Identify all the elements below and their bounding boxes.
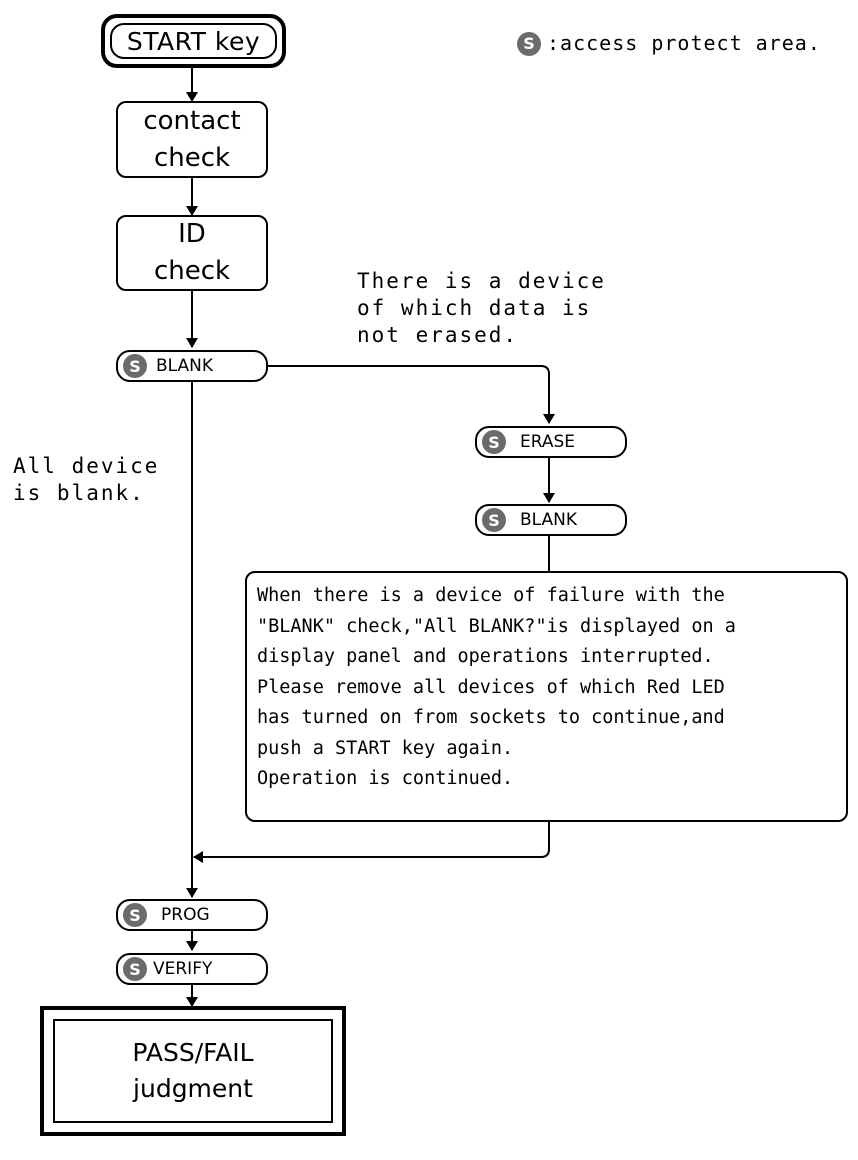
pass-fail-node: PASS/FAIL judgment [40, 1006, 346, 1136]
not-erased-line-2: of which data is [357, 296, 592, 320]
arrow-blank-to-erase [268, 365, 555, 424]
access-protect-icon: S [123, 354, 147, 378]
not-erased-line-1: There is a device [357, 269, 606, 293]
blank-step-1: S BLANK [116, 350, 268, 382]
legend: S :access protect area. [512, 30, 821, 57]
note-line: display panel and operations interrupted… [257, 646, 714, 667]
note-line: "BLANK" check,"All BLANK?"is displayed o… [257, 615, 736, 637]
pass-fail-line-1: PASS/FAIL [132, 1038, 254, 1067]
access-protect-badge-icon: S [517, 31, 541, 56]
arrow-note-to-main [193, 821, 550, 863]
not-erased-label: There is a device of which data is not e… [357, 268, 606, 349]
not-erased-line-3: not erased. [357, 323, 519, 347]
contact-check-line-2: check [153, 142, 231, 173]
legend-text: :access protect area. [547, 31, 821, 55]
all-blank-label: All device is blank. [13, 453, 159, 507]
verify-step-label: VERIFY [153, 959, 213, 979]
blank-step-2: S BLANK [475, 504, 627, 536]
access-protect-icon: S [123, 903, 147, 927]
access-protect-icon: S [482, 508, 506, 532]
pass-fail-line-2: judgment [133, 1074, 253, 1103]
erase-step-label: ERASE [520, 432, 576, 452]
all-blank-line-1: All device [13, 454, 160, 478]
start-key-label: START key [110, 23, 277, 59]
contact-check-line-1: contact [143, 105, 241, 136]
contact-check-node: contact check [116, 101, 268, 178]
erase-step: S ERASE [475, 426, 627, 458]
access-protect-icon: S [482, 430, 506, 454]
note-line: Operation is continued. [257, 768, 514, 789]
id-check-line-1: ID [178, 219, 206, 249]
start-key-node: START key [101, 14, 286, 68]
prog-step: S PROG [116, 899, 268, 931]
note-line: Please remove all devices of which Red L… [257, 676, 725, 698]
id-check-line-2: check [153, 256, 231, 286]
note-line: When there is a device of failure with t… [257, 585, 725, 606]
verify-step: S VERIFY [116, 953, 268, 985]
note-line: push a START key again. [257, 737, 514, 759]
blank-step-2-label: BLANK [520, 510, 578, 530]
note-line: has turned on from sockets to continue,a… [257, 707, 725, 728]
all-blank-line-2: is blank. [13, 481, 145, 505]
access-protect-icon: S [123, 957, 147, 981]
prog-step-label: PROG [161, 905, 210, 925]
id-check-node: ID check [116, 215, 268, 291]
blank-step-1-label: BLANK [156, 356, 214, 376]
blank-failure-note: When there is a device of failure with t… [245, 571, 848, 822]
